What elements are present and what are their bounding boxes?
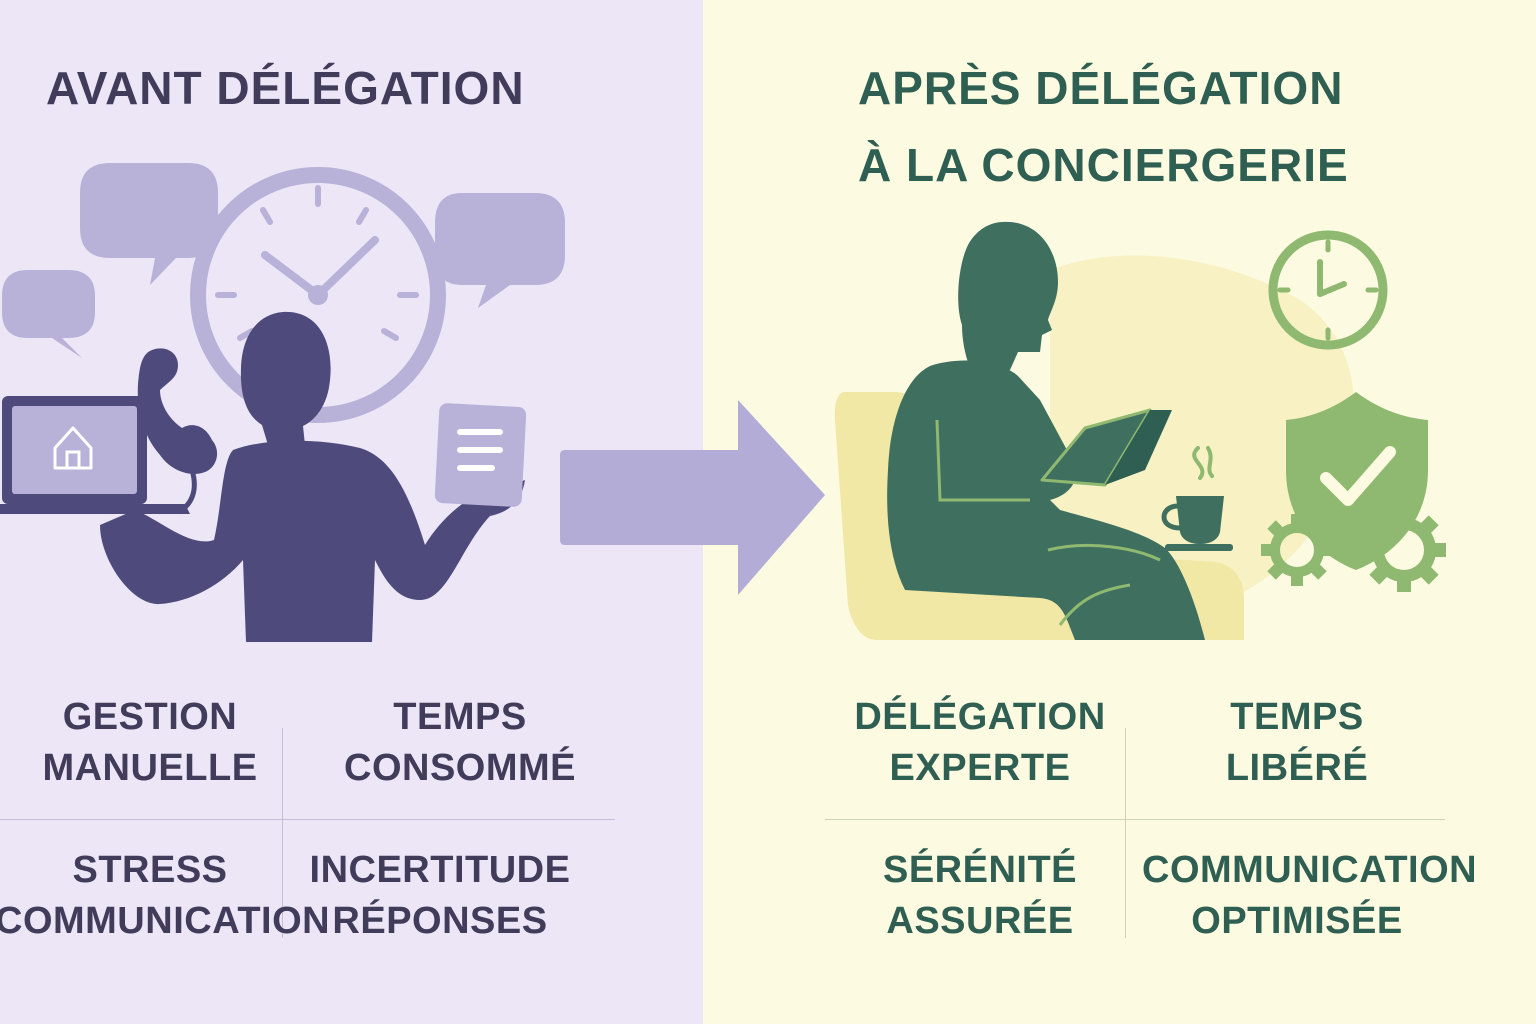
item-line: SÉRÉNITÉ	[882, 849, 1078, 891]
item-line: TEMPS	[393, 696, 527, 738]
item-temps-libere: TEMPS LIBÉRÉ	[1142, 692, 1452, 794]
document-icon	[434, 403, 527, 507]
item-delegation-experte: DÉLÉGATION EXPERTE	[825, 692, 1135, 794]
item-line: TEMPS	[1230, 696, 1364, 738]
before-items-grid: GESTION MANUELLE TEMPS CONSOMMÉ STRESS C…	[0, 678, 615, 958]
shield-check-icon	[1286, 392, 1428, 570]
item-line: OPTIMISÉE	[1191, 900, 1403, 942]
after-title-line: À LA CONCIERGERIE	[858, 139, 1349, 191]
item-incertitude-reponses: INCERTITUDE RÉPONSES	[285, 845, 595, 947]
after-title-line: APRÈS DÉLÉGATION	[858, 62, 1344, 114]
speech-bubble-icon	[2, 270, 95, 358]
before-illustration	[0, 163, 565, 642]
speech-bubble-icon	[80, 163, 218, 285]
item-line: RÉPONSES	[332, 900, 548, 942]
grid-divider-horizontal	[0, 819, 615, 820]
after-items-grid: DÉLÉGATION EXPERTE TEMPS LIBÉRÉ SÉRÉNITÉ…	[825, 678, 1477, 958]
item-line: LIBÉRÉ	[1225, 747, 1369, 789]
after-illustration	[834, 221, 1446, 640]
item-line: CONSOMMÉ	[344, 747, 576, 789]
speech-bubble-icon	[435, 193, 565, 308]
item-serenite-assuree: SÉRÉNITÉ ASSURÉE	[825, 845, 1135, 947]
item-line: EXPERTE	[889, 747, 1071, 789]
item-line: MANUELLE	[42, 747, 258, 789]
before-title: AVANT DÉLÉGATION	[46, 62, 525, 114]
grid-divider-vertical	[282, 728, 283, 938]
coffee-cup-icon	[1161, 446, 1233, 551]
item-temps-consomme: TEMPS CONSOMMÉ	[305, 692, 615, 794]
phone-icon	[137, 348, 218, 515]
grid-divider-vertical	[1125, 728, 1126, 938]
item-line: COMMUNICATION	[0, 900, 331, 942]
item-gestion-manuelle: GESTION MANUELLE	[0, 692, 305, 794]
after-title: APRÈS DÉLÉGATION À LA CONCIERGERIE	[858, 48, 1349, 205]
arrow-right-icon	[560, 400, 825, 595]
after-panel: APRÈS DÉLÉGATION À LA CONCIERGERIE	[703, 0, 1536, 1024]
person-reading-icon	[887, 221, 1205, 640]
laptop-icon	[0, 396, 190, 514]
grid-divider-horizontal	[825, 819, 1445, 820]
clock-icon	[1268, 230, 1388, 350]
gear-icon	[1261, 514, 1333, 586]
gear-icon	[1362, 508, 1446, 592]
book-icon	[1040, 408, 1172, 487]
item-line: STRESS	[72, 849, 228, 891]
item-line: GESTION	[62, 696, 238, 738]
house-icon	[53, 426, 93, 470]
item-line: INCERTITUDE	[309, 849, 571, 891]
item-line: DÉLÉGATION	[854, 696, 1106, 738]
person-icon	[100, 311, 525, 642]
item-stress-communication: STRESS COMMUNICATION	[0, 845, 331, 947]
item-communication-optimisee: COMMUNICATION OPTIMISÉE	[1142, 845, 1478, 947]
item-line: COMMUNICATION	[1142, 849, 1478, 891]
item-line: ASSURÉE	[886, 900, 1074, 942]
